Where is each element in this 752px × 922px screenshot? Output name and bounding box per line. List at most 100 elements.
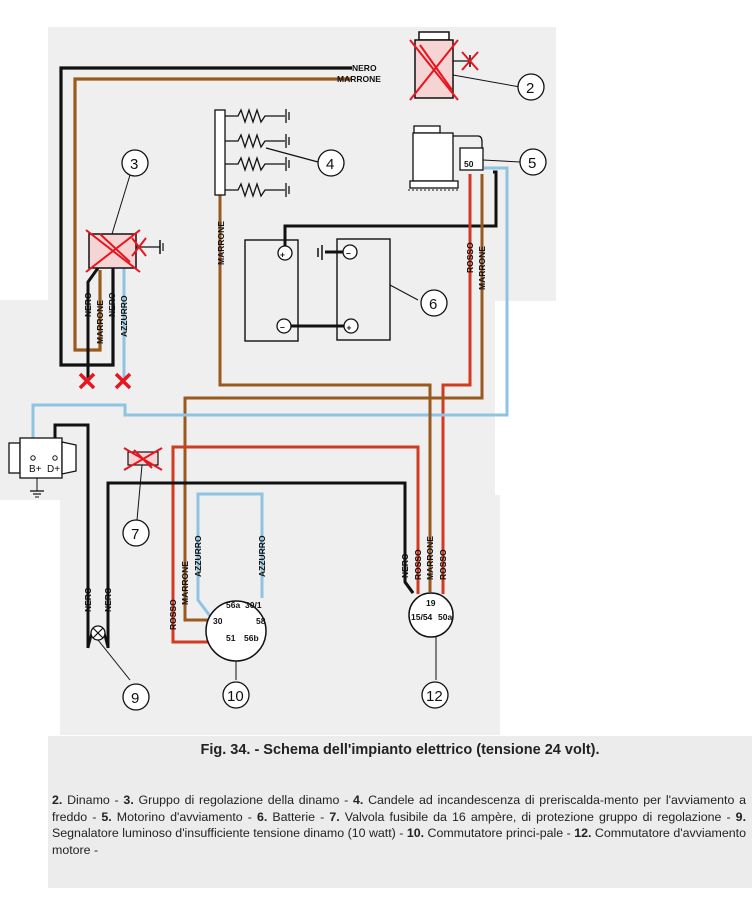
wire-marrone-starter [183,174,484,600]
label-rosso-starter: ROSSO [465,242,475,273]
svg-text:12: 12 [426,688,443,705]
starter-motor-5: 50 [408,125,521,191]
sw10-terminal-58: 58 [256,616,266,626]
label-marrone-starter: MARRONE [477,246,487,290]
wire-nero-starter-battery [283,170,498,250]
figure-legend: 2. Dinamo - 3. Gruppo di regolazione del… [52,792,746,858]
legend-text: Dinamo - [62,793,124,807]
label-rosso-sw12-2: ROSSO [438,549,448,580]
label-azzurro-sw10-2: AZZURRO [257,535,267,577]
legend-num: 12. [574,826,592,840]
label-marrone-reg: MARRONE [95,300,105,344]
label-marrone-sw10: MARRONE [180,561,190,605]
label-marrone-sw12: MARRONE [425,536,435,580]
legend-text: Motorino d'avviamento - [111,809,257,824]
callout-2: 2 [517,73,545,101]
legend-num: 9. [735,809,747,824]
label-nero-lamp-2: NERO [103,587,113,612]
legend-text: Candele ad incandescenza di preriscalda-… [52,793,746,824]
wire-marrone-switch10 [183,600,213,622]
glow-plugs-4 [214,107,319,199]
legend-text: Commutatore d'avviamento motore - [52,826,746,857]
label-azzurro-sw10-1: AZZURRO [193,535,203,577]
strike-cross-azzurro [114,372,132,390]
wire-rosso-starter [441,174,472,575]
dynamo-2 [409,31,521,101]
dynamo-terminal-b: B+ [29,464,42,475]
legend-text: Valvola fusibile da 16 ampère, di protez… [339,809,736,824]
label-nero-reg-2: NERO [107,292,117,317]
sw12-terminal-50a: 50a [438,612,452,622]
wire-nero-reg-1 [86,267,100,378]
legend-num: 3. [123,793,134,807]
fuse-7 [123,447,163,521]
callout-6: 6 [420,289,448,317]
svg-text:3: 3 [130,156,138,173]
legend-text: Commutatore princi-pale - [424,826,575,840]
starter-switch-12: 19 15/54 50a [403,575,454,680]
svg-text:5: 5 [528,155,536,172]
svg-text:7: 7 [131,526,139,543]
battery2-minus: − [346,249,351,259]
label-nero-top: NERO [352,63,377,73]
figure-title: Fig. 34. - Schema dell'impianto elettric… [200,742,600,758]
callout-4: 4 [317,149,345,177]
figure-caption: Fig. 34. - Schema dell'impianto elettric… [48,736,752,914]
wire-azzurro-starter [31,166,509,458]
wire-rosso-switch [171,445,420,600]
batteries-6: + − − + [244,238,419,342]
svg-text:9: 9 [131,690,139,707]
legend-num: 4. [352,793,364,807]
sw12-terminal-15-54: 15/54 [411,612,433,622]
sw10-terminal-51: 51 [226,633,236,643]
wire-marrone-glowplug [218,195,432,575]
label-nero-lamp-1: NERO [83,587,93,612]
strike-marks [409,39,479,101]
sw10-terminal-56b: 56b [244,633,259,643]
page-margin-bottom [0,888,752,922]
label-azzurro-reg: AZZURRO [119,295,129,337]
svg-text:4: 4 [326,156,334,173]
starter-terminal-50: 50 [464,159,474,169]
callout-9: 9 [122,683,150,711]
legend-num: 6. [256,809,268,824]
svg-text:6: 6 [429,296,437,313]
legend-num: 7. [329,809,340,824]
battery1-plus: + [280,250,285,260]
strike-cross-nero [78,372,96,390]
callout-5: 5 [519,148,547,176]
label-rosso-sw10: ROSSO [168,599,178,630]
svg-text:10: 10 [227,688,244,705]
battery1-minus: − [280,323,285,333]
callout-10: 10 [222,681,250,709]
dynamo-terminal-d: D+ [47,464,60,475]
label-rosso-sw12-1: ROSSO [413,549,423,580]
legend-num: 5. [101,809,112,824]
callout-3: 3 [121,149,149,177]
sw10-terminal-30-1: 30/1 [245,600,262,610]
wire-azzurro-switch-loop [196,492,264,621]
main-switch-10: 56a 30/1 30 58 51 56b [205,600,267,680]
sw12-terminal-19: 19 [426,598,436,608]
label-marrone-top: MARRONE [337,74,381,84]
regulator-3 [85,174,164,273]
legend-num: 2. [52,793,63,807]
dynamo-left: B+ D+ [8,437,77,498]
scan-background-mid [0,300,495,500]
label-nero-sw12: NERO [400,553,410,578]
sw10-terminal-30: 30 [213,616,223,626]
label-nero-reg-1: NERO [83,292,93,317]
warning-lamp-9 [86,625,131,681]
svg-text:2: 2 [526,80,534,97]
legend-num: 10. [406,826,425,840]
callout-7: 7 [122,519,150,547]
battery2-plus: + [347,323,352,333]
callout-12: 12 [421,681,449,709]
legend-text: Gruppo di regolazione della dinamo - [133,793,353,807]
wire-marrone-top [73,77,352,352]
label-marrone-glowplug: MARRONE [216,221,226,265]
legend-text: Batterie - [267,809,330,824]
wire-rosso-switch10 [171,600,218,644]
sw10-terminal-56a: 56a [226,600,240,610]
